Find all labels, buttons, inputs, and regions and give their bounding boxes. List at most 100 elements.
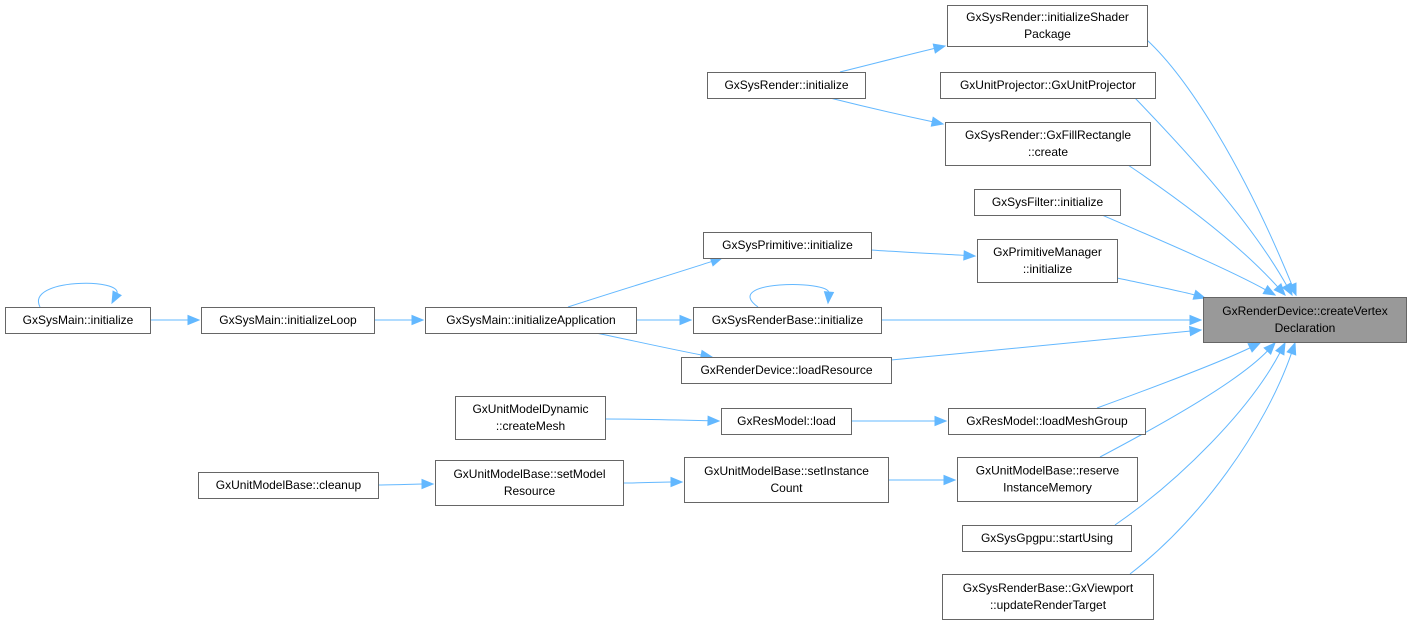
edge-line [37, 282, 118, 308]
edge-line [1129, 352, 1293, 575]
arrowhead [679, 314, 693, 326]
arrowhead [111, 290, 122, 305]
node-label: InstanceMemory [1003, 481, 1092, 495]
node-box [707, 72, 866, 99]
node-label: Declaration [1275, 321, 1336, 335]
node-renderBaseInit[interactable]: GxSysRenderBase::initialize [693, 307, 882, 334]
node-box [681, 357, 892, 384]
node-unitProjector[interactable]: GxUnitProjector::GxUnitProjector [940, 72, 1156, 99]
edge-sysPrimInit-to-primMgrInit [870, 249, 977, 261]
edge-line [1101, 214, 1267, 291]
edge-resModelLoad-to-loadMeshGroup [850, 415, 948, 427]
edge-line [1099, 349, 1269, 458]
arrowhead [1263, 342, 1276, 355]
node-box [945, 122, 1151, 166]
node-box [721, 408, 852, 435]
node-initApp[interactable]: GxSysMain::initializeApplication [425, 307, 637, 334]
node-label: GxUnitModelBase::setInstance [704, 464, 869, 478]
node-label: GxPrimitiveManager [993, 245, 1102, 259]
arrowhead [707, 415, 721, 426]
node-box [947, 5, 1148, 47]
edge-layer [37, 39, 1297, 575]
edge-mainInit-to-mainInit [37, 282, 122, 308]
node-loadResource[interactable]: GxRenderDevice::loadResource [681, 357, 892, 384]
node-label: GxResModel::load [737, 414, 836, 428]
edge-primMgrInit-to-target [1116, 277, 1207, 300]
node-resModelLoad[interactable]: GxResModel::load [721, 408, 852, 435]
node-box [974, 189, 1121, 216]
edge-line [377, 483, 424, 486]
arrowhead [943, 474, 957, 486]
edge-line [1134, 97, 1288, 287]
node-loadMeshGroup[interactable]: GxResModel::loadMeshGroup [948, 408, 1146, 435]
edge-line [1114, 351, 1281, 526]
node-cleanup[interactable]: GxUnitModelBase::cleanup [198, 472, 379, 499]
arrowhead [932, 43, 947, 54]
edge-loadMeshGroup-to-target [1096, 342, 1262, 409]
node-box [201, 307, 375, 334]
node-label: ::create [1028, 145, 1068, 159]
edge-reserveInstMem-to-target [1099, 342, 1276, 458]
edge-line [870, 249, 966, 256]
arrowhead [1189, 325, 1203, 337]
arrowhead [1275, 341, 1286, 356]
arrowhead [1273, 282, 1286, 296]
edge-loadResource-to-target [890, 325, 1203, 361]
node-label: GxSysPrimitive::initialize [722, 238, 853, 252]
edge-initLoop-to-initApp [373, 314, 425, 326]
node-label: GxUnitModelBase::reserve [976, 464, 1120, 478]
edge-line [839, 47, 936, 73]
node-initLoop[interactable]: GxSysMain::initializeLoop [201, 307, 375, 334]
node-label: GxSysRenderBase::GxViewport [963, 581, 1134, 595]
node-primMgrInit[interactable]: GxPrimitiveManager::initialize [977, 239, 1118, 283]
node-fillRectCreate[interactable]: GxSysRender::GxFillRectangle::create [945, 122, 1151, 166]
node-createMesh[interactable]: GxUnitModelDynamic::createMesh [455, 396, 606, 440]
edge-initApp-to-renderBaseInit [635, 314, 693, 326]
edge-fillRectCreate-to-target [1127, 164, 1286, 296]
edge-line [829, 97, 934, 123]
arrowhead [421, 478, 435, 490]
node-sysPrimInit[interactable]: GxSysPrimitive::initialize [703, 232, 872, 259]
edge-gpgpuStart-to-target [1114, 341, 1286, 526]
node-label: GxUnitModelBase::setModel [453, 467, 605, 481]
node-sysRenderInit[interactable]: GxSysRender::initialize [707, 72, 866, 99]
node-label: GxSysMain::initialize [23, 313, 134, 327]
arrowhead [1281, 282, 1293, 297]
node-label: GxUnitModelDynamic [472, 402, 588, 416]
arrowhead [1262, 284, 1277, 296]
edge-initApp-to-sysPrimInit [567, 256, 724, 308]
node-box [198, 472, 379, 499]
arrowhead [823, 291, 835, 305]
node-box [703, 232, 872, 259]
node-label: Count [770, 481, 803, 495]
node-label: Package [1024, 27, 1071, 41]
arrowhead [670, 476, 684, 488]
edge-sysRenderInit-to-fillRectCreate [829, 97, 945, 127]
node-box [940, 72, 1156, 99]
node-sysFilterInit[interactable]: GxSysFilter::initialize [974, 189, 1121, 216]
node-box [5, 307, 151, 334]
node-gpgpuStart[interactable]: GxSysGpgpu::startUsing [962, 525, 1132, 552]
edge-initApp-to-loadResource [595, 332, 714, 361]
arrowhead [1189, 314, 1203, 326]
edge-line [567, 260, 713, 308]
edge-mainInit-to-initLoop [149, 314, 201, 326]
node-label: GxSysRenderBase::initialize [712, 313, 864, 327]
edge-line [890, 330, 1192, 361]
node-label: GxRenderDevice::createVertex [1222, 304, 1387, 318]
node-box [425, 307, 637, 334]
edge-unitProjector-to-target [1134, 97, 1293, 297]
arrowhead [1192, 289, 1207, 300]
node-viewportUpdate[interactable]: GxSysRenderBase::GxViewport::updateRende… [942, 574, 1154, 620]
node-box [962, 525, 1132, 552]
node-label: GxUnitProjector::GxUnitProjector [960, 78, 1136, 92]
node-mainInit[interactable]: GxSysMain::initialize [5, 307, 151, 334]
edge-line [1127, 164, 1279, 288]
node-label: GxRenderDevice::loadResource [700, 363, 872, 377]
